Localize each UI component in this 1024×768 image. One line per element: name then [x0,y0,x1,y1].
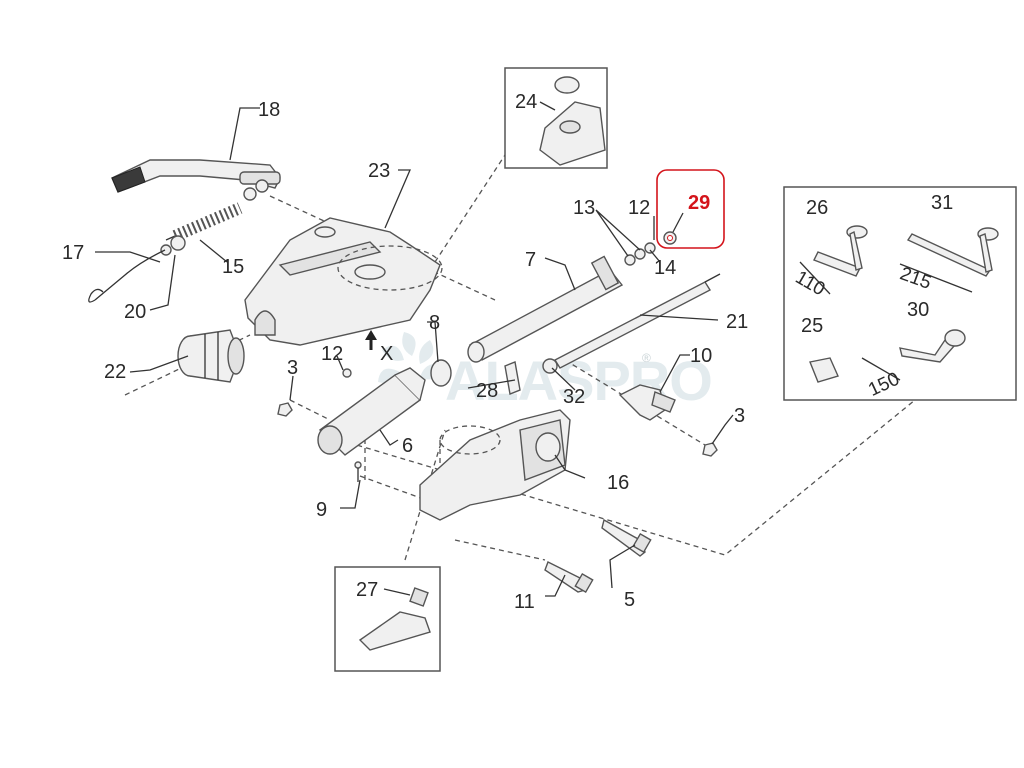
leaf-logo-icon [378,332,441,383]
leader-lines [95,101,734,597]
label-26: 26 [806,197,828,219]
highlighted-nut-29 [656,169,725,249]
pin-28 [504,361,521,395]
part-labels: 18 17 15 20 22 23 24 13 12 29 14 7 21 8 … [62,91,953,613]
label-11: 11 [514,591,535,613]
label-7: 7 [525,249,536,271]
tube-housing [317,367,426,456]
watermark-registered: ® [642,351,651,365]
label-16: 16 [607,472,629,494]
label-23: 23 [368,160,390,182]
label-13: 13 [573,197,595,219]
label-21: 21 [726,311,748,333]
hitch-cover [244,217,443,346]
label-17: 17 [62,242,84,264]
label-27: 27 [356,579,378,601]
label-5: 5 [624,589,635,611]
lever-bracket [618,384,676,421]
label-28: 28 [476,380,498,402]
base-bracket [419,409,571,521]
label-8: 8 [429,312,440,334]
brake-cable [88,249,166,303]
label-10: 10 [690,345,712,367]
label-9: 9 [316,499,327,521]
label-3b: 3 [734,405,745,427]
direction-arrow [365,330,377,350]
label-25: 25 [801,315,823,337]
label-24: 24 [515,91,537,113]
label-3a: 3 [287,357,298,379]
bolt-11 [544,561,594,594]
push-rod [554,273,721,369]
label-31: 31 [931,192,953,214]
label-32: 32 [563,386,585,408]
brake-spring [160,202,243,256]
label-12a: 12 [321,343,343,365]
ring-seal [430,359,452,387]
label-20: 20 [124,301,146,323]
label-15: 15 [222,256,244,278]
label-12b: 12 [628,197,650,219]
label-22: 22 [104,361,126,383]
inset-box-accessories [783,186,1017,401]
inset-box-27 [334,566,441,672]
handbrake-lever [111,159,281,201]
small-nuts [277,368,718,482]
label-18: 18 [258,99,280,121]
washers [624,242,656,266]
main-tube [467,255,624,363]
bolt-5 [601,518,652,557]
label-6: 6 [402,435,413,457]
label-29: 29 [688,192,710,214]
inset-box-24 [504,67,608,169]
label-30: 30 [907,299,929,321]
label-x: X [380,343,393,365]
bellows [177,329,245,383]
label-14: 14 [654,257,676,279]
